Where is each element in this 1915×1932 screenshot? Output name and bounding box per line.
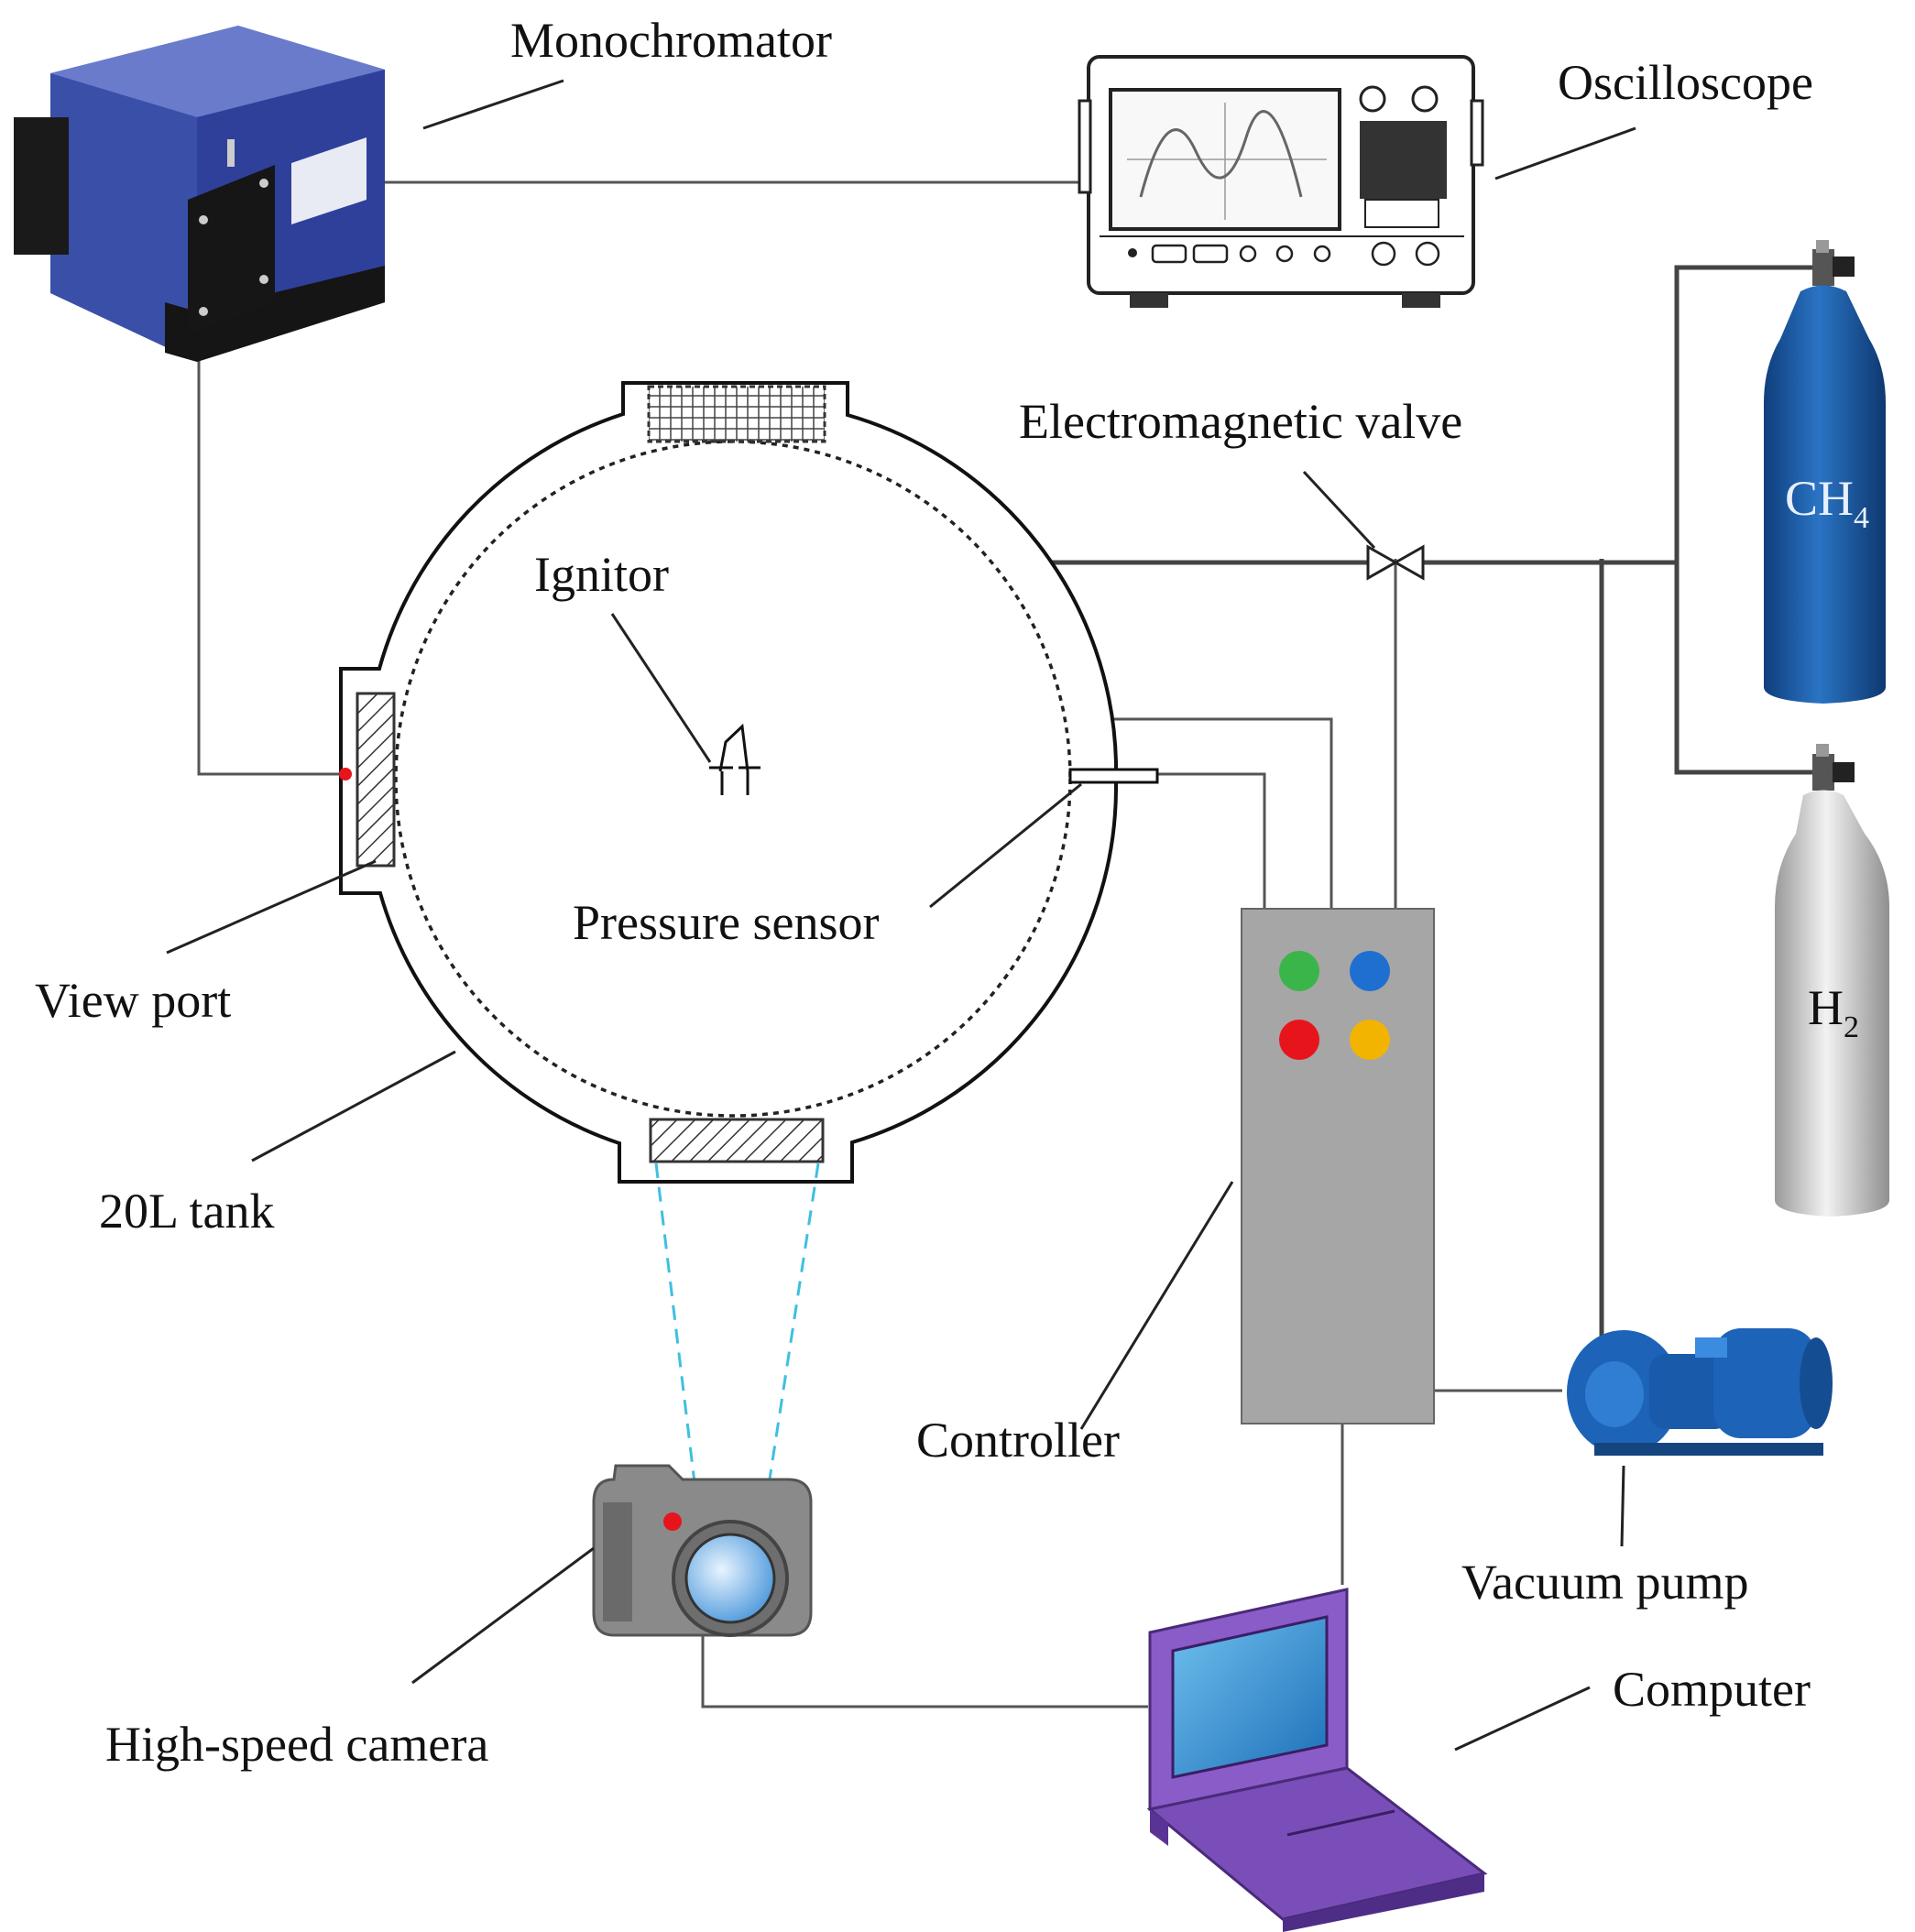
gas-cylinder-icon: CH4 H2	[1764, 240, 1889, 1217]
label-high-speed-camera: High-speed camera	[105, 1717, 488, 1772]
camera-icon	[592, 1464, 813, 1637]
leader-lines	[166, 79, 1636, 1752]
ignitor-icon	[709, 723, 761, 795]
labels: Monochromator Oscilloscope Electromagnet…	[35, 13, 1813, 1772]
valve-icon	[1366, 544, 1425, 581]
label-electromagnetic-valve: Electromagnetic valve	[1019, 394, 1462, 449]
monochromator-icon	[14, 26, 385, 362]
computer-icon	[1146, 1588, 1488, 1932]
vacuum-pump-icon	[1567, 1328, 1833, 1456]
controller-button-red	[1279, 1020, 1319, 1060]
pressure-sensor-icon	[1068, 768, 1159, 784]
oscilloscope-icon	[1078, 55, 1484, 308]
label-computer: Computer	[1613, 1662, 1811, 1717]
tank-20l	[339, 381, 1159, 1184]
label-20l-tank: 20L tank	[99, 1184, 274, 1239]
label-pressure-sensor: Pressure sensor	[573, 895, 879, 950]
label-oscilloscope: Oscilloscope	[1558, 55, 1813, 110]
controller-button-green	[1279, 951, 1319, 991]
label-controller: Controller	[916, 1413, 1120, 1468]
controller-button-blue	[1350, 951, 1390, 991]
label-ignitor: Ignitor	[534, 547, 669, 602]
label-monochromator: Monochromator	[510, 13, 832, 68]
view-port-marker	[339, 768, 352, 780]
bottom-window	[649, 1118, 825, 1163]
ch4-subscript: 4	[1854, 501, 1869, 535]
h2-label: H2	[1808, 980, 1859, 1044]
camera-view-beam	[654, 1162, 820, 1522]
ch4-cylinder	[1764, 240, 1886, 704]
h2-cylinder	[1775, 744, 1889, 1217]
label-view-port: View port	[35, 973, 231, 1028]
top-window	[647, 385, 826, 443]
view-port-window	[356, 692, 396, 868]
ch4-label: CH4	[1785, 471, 1869, 535]
h2-formula: H	[1808, 980, 1844, 1035]
controller-button-yellow	[1350, 1020, 1390, 1060]
label-vacuum-pump: Vacuum pump	[1461, 1555, 1748, 1610]
h2-subscript: 2	[1844, 1010, 1859, 1044]
ch4-formula: CH	[1785, 471, 1854, 526]
gas-pipes	[1045, 265, 1816, 1347]
controller-icon	[1241, 908, 1435, 1424]
